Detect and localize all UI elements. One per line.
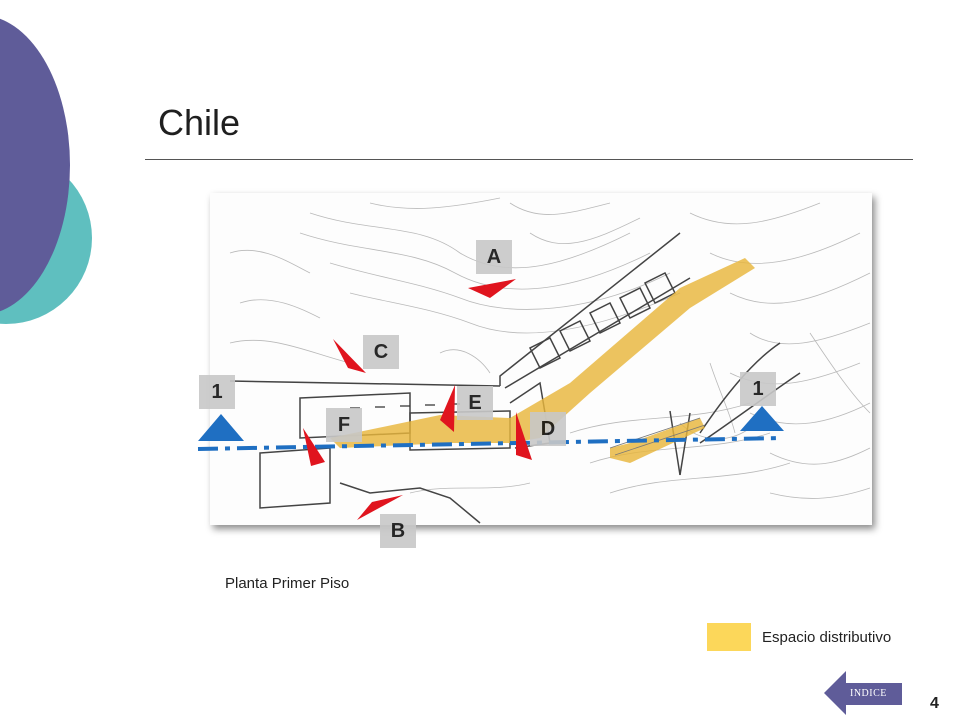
- view-label-c: C: [363, 335, 399, 369]
- view-arrow-e-icon: [440, 385, 455, 432]
- indice-label[interactable]: INDICE: [850, 688, 887, 699]
- view-arrow-d-icon: [516, 412, 532, 460]
- back-arrow-icon: [824, 671, 902, 715]
- indice-button[interactable]: [824, 671, 904, 715]
- legend-label: Espacio distributivo: [762, 629, 892, 646]
- section-marker-right-icon: [740, 406, 784, 431]
- section-line: [197, 436, 783, 451]
- view-arrow-b-icon: [357, 495, 403, 520]
- view-arrow-f-icon: [303, 428, 325, 466]
- corridor-hatching: [609, 417, 706, 456]
- view-label-a: A: [476, 240, 512, 274]
- legend-swatch: [707, 623, 751, 651]
- title-divider: [145, 159, 913, 160]
- section-marker-left-icon: [198, 414, 244, 441]
- view-arrow-a-icon: [468, 279, 516, 298]
- view-label-f: F: [326, 408, 362, 442]
- floor-plan-drawing: [229, 197, 871, 524]
- view-label-b: B: [380, 514, 416, 548]
- plan-caption: Planta Primer Piso: [225, 575, 350, 592]
- page-number: 4: [930, 695, 939, 712]
- purple-circle: [0, 18, 70, 312]
- view-label-e: E: [457, 386, 493, 420]
- page-title: Chile: [158, 102, 241, 143]
- section-label-left: 1: [199, 375, 235, 409]
- section-label-right: 1: [740, 372, 776, 406]
- floor-plan-image: [210, 193, 872, 525]
- view-arrow-c-icon: [333, 339, 366, 373]
- view-label-d: D: [530, 412, 566, 446]
